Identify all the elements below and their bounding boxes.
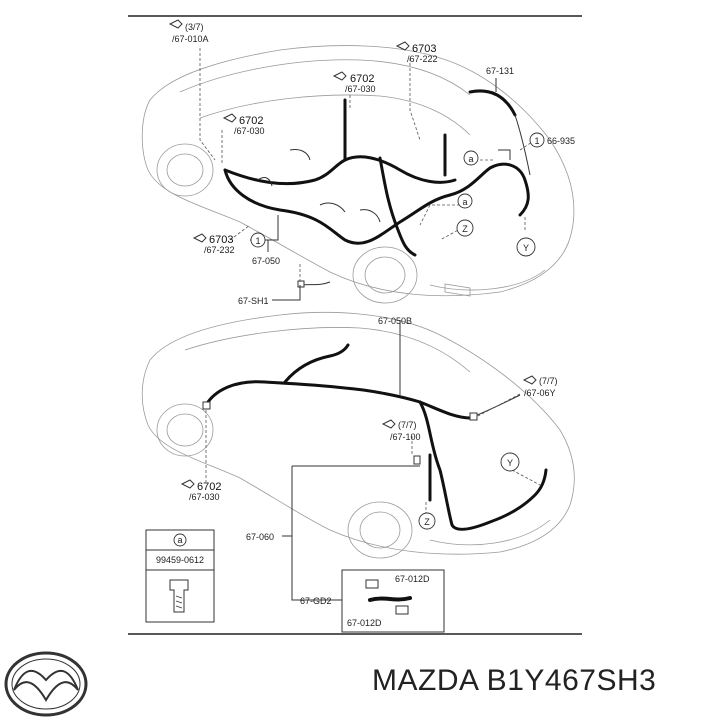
callout-circles: a 1 a Z Y 1 Y Z a	[173, 132, 545, 547]
callout-1-b: 1	[255, 236, 260, 246]
top-car-outline	[141, 45, 575, 304]
label-66-935: 66-935	[547, 136, 575, 146]
connector-icon	[192, 233, 207, 243]
label-67-012D-a: 67-012D	[395, 574, 430, 584]
brand-part-number: MAZDA B1Y467SH3	[372, 664, 657, 697]
connector-icon	[522, 375, 537, 385]
bottom-car-outline	[141, 311, 575, 559]
label-7-7-b: (7/7)	[398, 420, 417, 430]
label-67-SH1: 67-SH1	[238, 296, 269, 306]
callout-a-2: a	[462, 197, 467, 207]
text-labels: (3/7) /67-010A 6703 /67-222 67-131 6702 …	[156, 22, 575, 628]
bottom-leaders	[205, 320, 541, 601]
label-7-7-a: (7/7)	[539, 376, 558, 386]
ground-terminal-icon	[365, 579, 379, 589]
label-67-100: /67-100	[390, 432, 421, 442]
connector-icon	[395, 41, 410, 51]
label-67-232: /67-232	[204, 245, 235, 255]
connector-icon	[332, 71, 347, 81]
label-67-222: /67-222	[407, 54, 438, 64]
label-67-050: 67-050	[252, 256, 280, 266]
label-67-060: 67-060	[246, 532, 274, 542]
label-6702-b: 6702	[239, 115, 263, 127]
connector-icon	[381, 419, 396, 429]
label-67-030-c: /67-030	[189, 492, 220, 502]
label-67-012D-b: 67-012D	[347, 618, 382, 628]
label-6703-a: 6703	[412, 43, 436, 55]
callout-y-1: Y	[523, 243, 529, 253]
label-top-ref-3-7: (3/7)	[185, 22, 204, 32]
top-harness	[223, 89, 531, 288]
label-67-010A: /67-010A	[172, 34, 209, 44]
callout-1-a: 1	[534, 136, 539, 146]
callout-a-bolt: a	[177, 535, 182, 545]
label-6702-c: 6702	[197, 481, 221, 493]
label-bolt-part: 99459-0612	[156, 555, 204, 565]
label-67-050B: 67-050B	[378, 316, 412, 326]
callout-z-2: Z	[424, 517, 430, 527]
connector-icon	[168, 19, 183, 29]
label-67-GD2: 67-GD2	[300, 596, 332, 606]
callout-a-1: a	[468, 154, 473, 164]
callout-z-1: Z	[462, 224, 468, 234]
mazda-logo-icon	[4, 651, 88, 717]
callout-y-2: Y	[507, 458, 513, 468]
label-67-030-b: /67-030	[234, 126, 265, 136]
label-67-131: 67-131	[486, 66, 514, 76]
label-67-06Y: /67-06Y	[524, 388, 556, 398]
bottom-harness	[202, 343, 548, 531]
ground-terminal-icon-2	[395, 605, 409, 615]
label-6703-b: 6703	[209, 234, 233, 246]
connector-icon	[222, 113, 237, 123]
top-leaders	[199, 48, 536, 301]
label-6702-a: 6702	[350, 73, 374, 85]
connector-icons	[168, 19, 537, 489]
connector-icon	[180, 479, 195, 489]
label-67-030-a: /67-030	[345, 84, 376, 94]
ground-box	[341, 569, 445, 633]
bolt-icon	[169, 579, 189, 613]
